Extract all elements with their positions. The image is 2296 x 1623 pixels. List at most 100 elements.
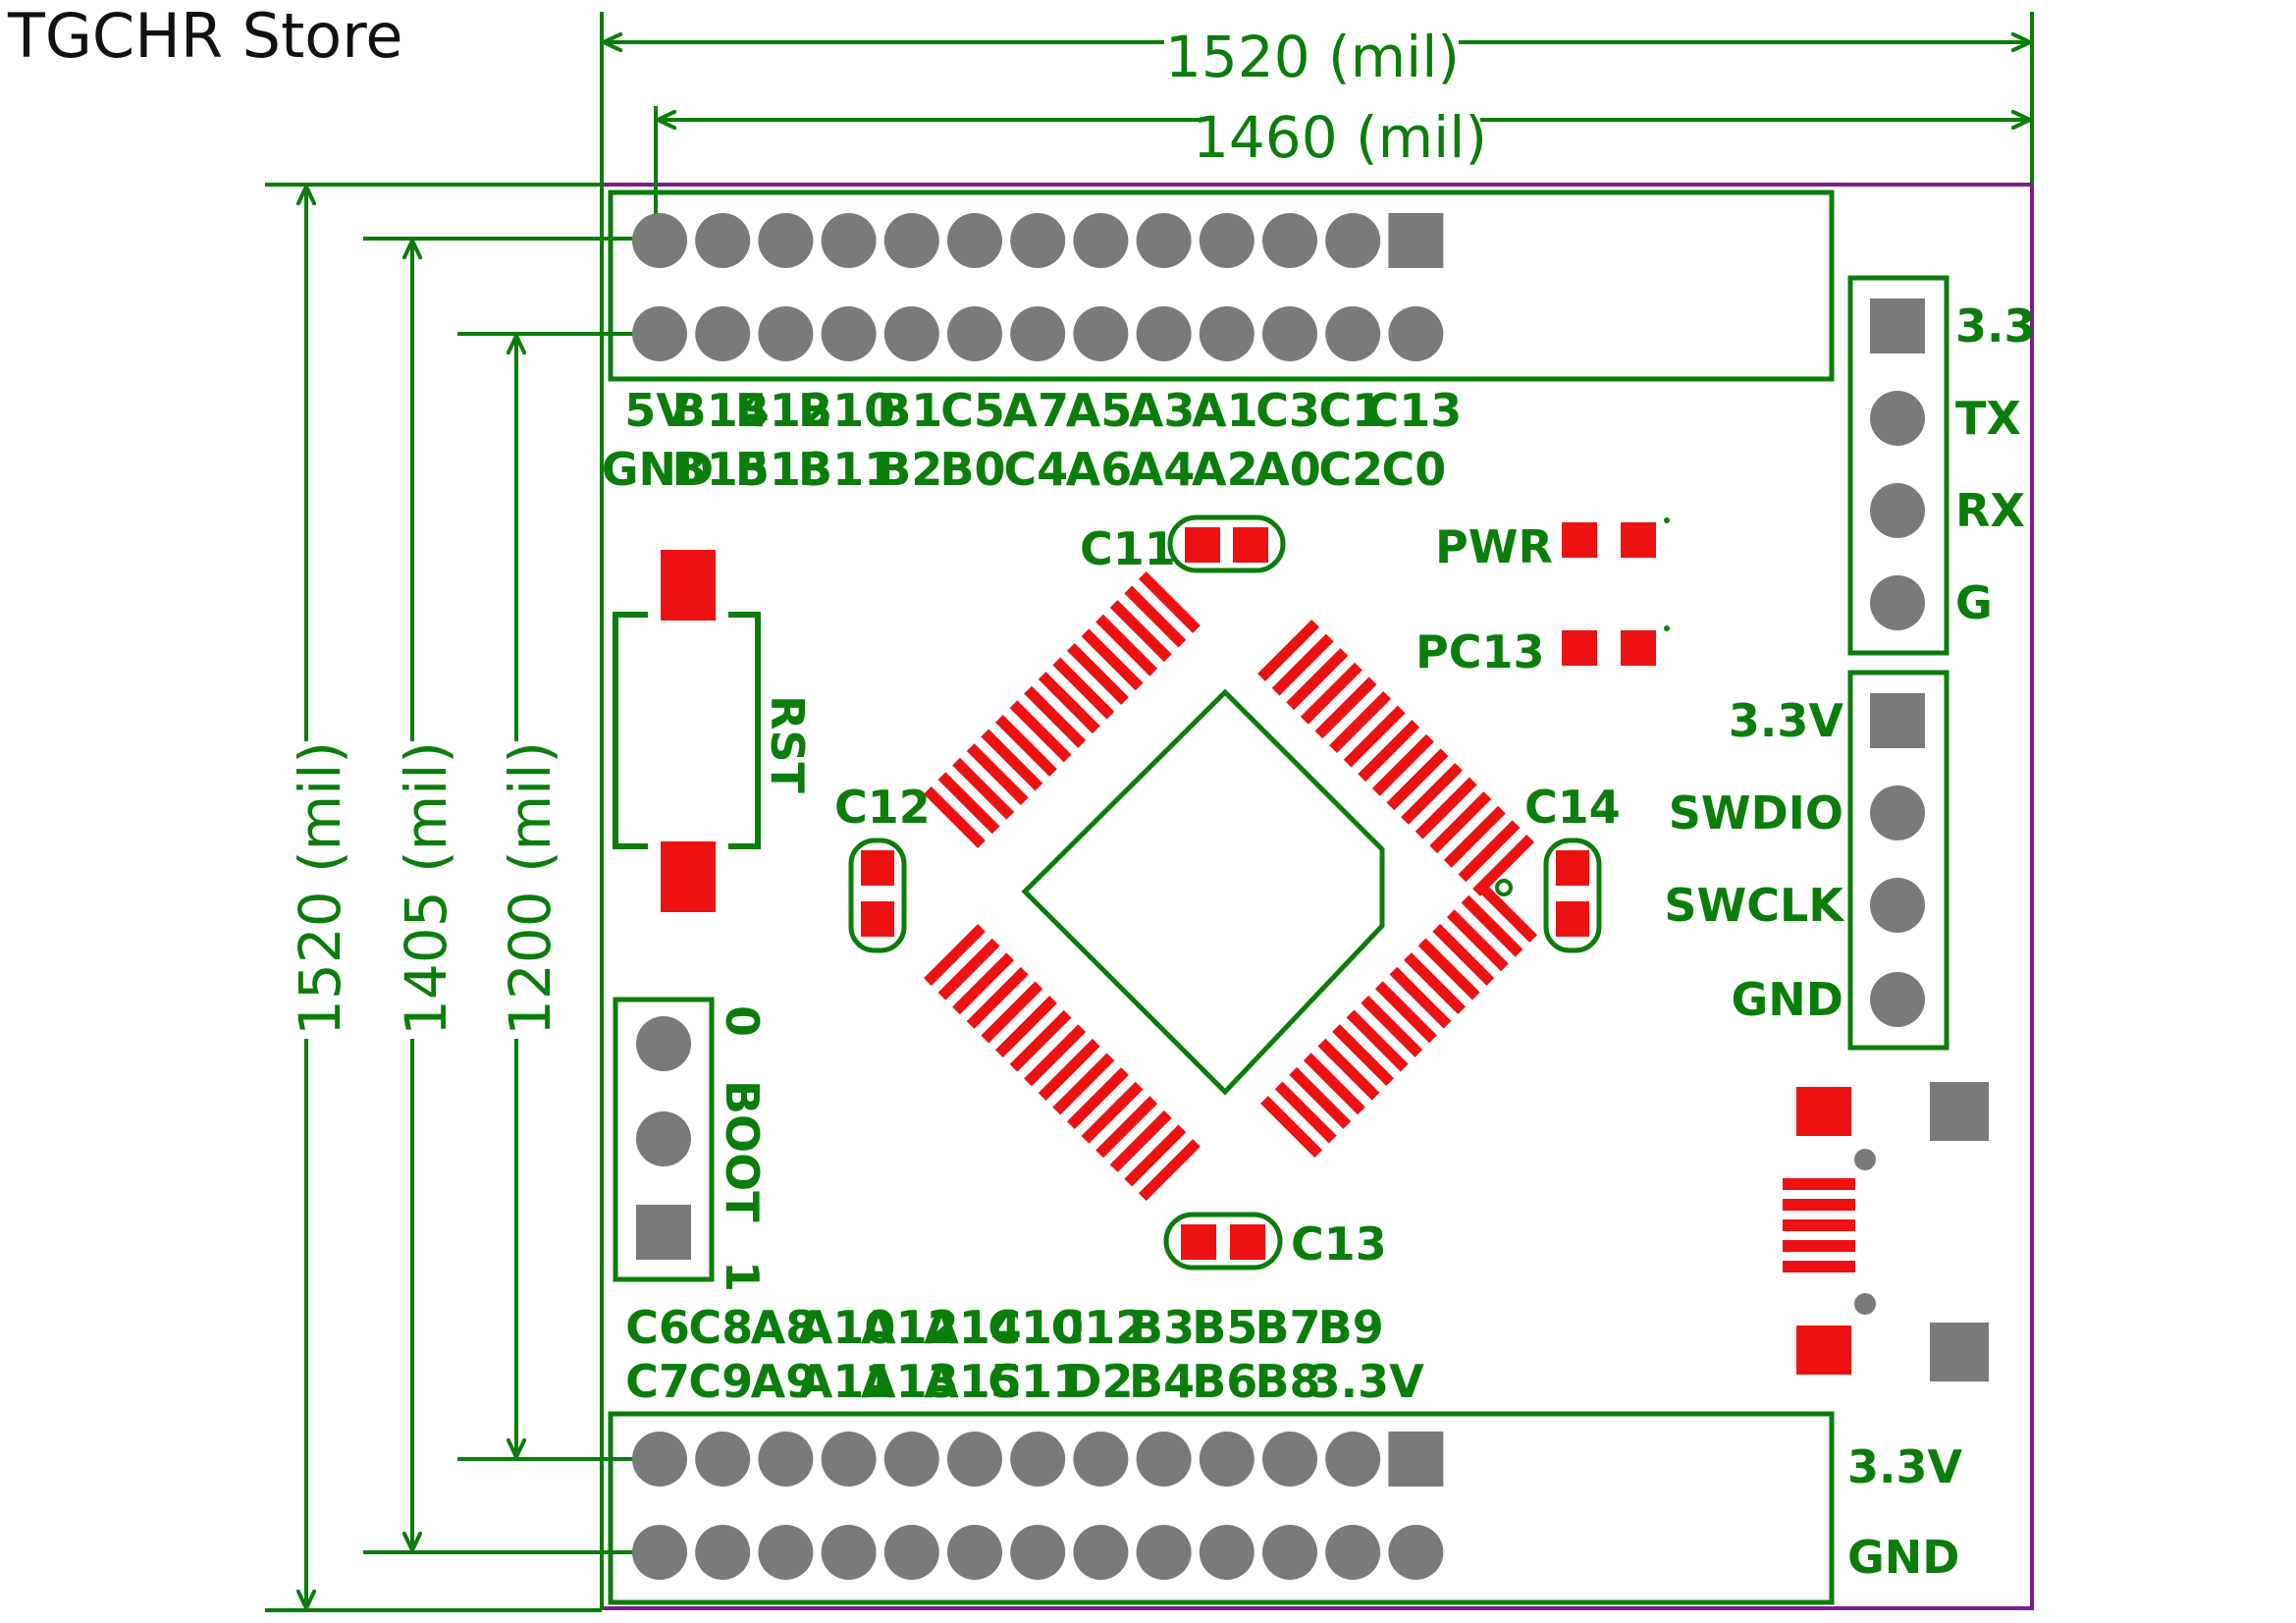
mcu-pad <box>1303 1053 1365 1115</box>
bottom-label-row1: B5 <box>1192 1301 1257 1354</box>
top-label-row1: C3 <box>1255 384 1320 437</box>
dimension-width-inner-label: 1460 (mil) <box>1193 104 1487 171</box>
mcu-pad <box>1374 981 1437 1044</box>
top-label-row1: C5 <box>940 384 1005 437</box>
swd-label: GND <box>1732 973 1843 1026</box>
bottom-label-row1: A8 <box>751 1301 818 1354</box>
top-pin <box>1199 213 1255 268</box>
mcu-pad <box>923 785 986 848</box>
bottom-label-row1: B9 <box>1318 1301 1384 1354</box>
reset-button <box>613 550 761 912</box>
bottom-label-row2: 3.3V <box>1309 1355 1424 1408</box>
usb-connector <box>1783 1082 1989 1381</box>
bottom-label-row1: B7 <box>1255 1301 1320 1354</box>
top-pin <box>1073 306 1129 361</box>
mcu-pad <box>966 743 1029 806</box>
mcu-pad <box>1286 648 1349 711</box>
top-header-labels: 5VB14B12B10B1C5A7A5A3A1C3C1C13GNDB15B13B… <box>602 384 1463 496</box>
top-pin <box>821 213 877 268</box>
mcu-pad <box>966 966 1029 1029</box>
mcu-pad <box>981 981 1043 1044</box>
mcu-pad <box>1461 894 1523 957</box>
bottom-label-row2: A11 <box>798 1355 896 1408</box>
top-label-row2: A6 <box>1066 443 1133 496</box>
bottom-label-row2: B4 <box>1129 1355 1195 1408</box>
bottom-header-labels: C6C8A8A10A12A14C10C12B3B5B7B9C7C9A9A11A1… <box>625 1301 1424 1408</box>
capacitor-c12 <box>848 838 907 953</box>
top-pin <box>947 213 1002 268</box>
capacitor-c13-label: C13 <box>1291 1217 1387 1271</box>
top-label-row2: C2 <box>1318 443 1383 496</box>
swd-pin <box>1870 972 1925 1027</box>
reset-label: RST <box>761 695 814 794</box>
bottom-pin <box>947 1432 1002 1487</box>
swd-label: 3.3V <box>1729 694 1843 747</box>
top-pin <box>632 306 687 361</box>
bottom-pin <box>758 1525 814 1580</box>
bottom-pin <box>1010 1432 1066 1487</box>
bottom-pin <box>695 1525 751 1580</box>
mcu-pad <box>1066 642 1129 705</box>
bottom-pin <box>1262 1525 1317 1580</box>
capacitor-c14 <box>1543 838 1602 953</box>
mcu-body <box>1021 688 1385 1096</box>
top-pin <box>947 306 1002 361</box>
mcu-pad <box>994 714 1057 777</box>
top-pin <box>1010 213 1066 268</box>
dimension-height-mid <box>363 237 656 1554</box>
mcu-pad <box>1443 805 1506 868</box>
bottom-pin <box>1136 1432 1192 1487</box>
bottom-label-row1: B3 <box>1129 1301 1195 1354</box>
bottom-pin <box>632 1525 687 1580</box>
mcu-pad <box>1138 1139 1201 1202</box>
top-pin <box>1262 213 1317 268</box>
mcu-pad <box>1260 1096 1323 1159</box>
bottom-pin <box>1073 1525 1129 1580</box>
bottom-label-row1: A10 <box>798 1301 896 1354</box>
uart-pin <box>1870 575 1925 630</box>
capacitor-c12-label: C12 <box>834 781 931 834</box>
bottom-label-row2: B6 <box>1192 1355 1257 1408</box>
bottom-pin <box>1010 1525 1066 1580</box>
mcu-pad <box>1274 1081 1337 1144</box>
mcu-pad <box>1317 1038 1380 1101</box>
top-pin <box>1010 306 1066 361</box>
bottom-label-row1: A12 <box>861 1301 959 1354</box>
top-label-row1: B12 <box>735 384 832 437</box>
boot-label-title: BOOT <box>716 1080 769 1222</box>
dimension-height-inner-label: 1200 (mil) <box>497 741 563 1036</box>
bottom-pin <box>632 1432 687 1487</box>
mcu-pad <box>1124 1124 1187 1187</box>
bottom-label-row1: A14 <box>924 1301 1022 1354</box>
top-pin <box>758 213 814 268</box>
boot-label-top: 0 <box>716 1005 769 1037</box>
mcu-pads <box>923 570 1538 1202</box>
mcu-pad <box>1361 995 1423 1057</box>
dimension-height-inner <box>457 332 656 1461</box>
mcu-pad <box>1289 1066 1352 1129</box>
mcu-pad <box>1257 619 1320 681</box>
top-pin <box>883 306 939 361</box>
top-label-row1: A3 <box>1129 384 1196 437</box>
top-pin <box>695 306 751 361</box>
mcu-pad <box>1332 1024 1395 1087</box>
mcu-pad <box>1371 733 1434 796</box>
top-pin <box>1136 213 1192 268</box>
bottom-label-row2: D2 <box>1064 1355 1133 1408</box>
top-label-row2: A0 <box>1255 443 1321 496</box>
swd-label: SWCLK <box>1664 879 1845 932</box>
top-label-row2: B13 <box>735 443 832 496</box>
mcu-pad <box>1095 1096 1158 1159</box>
swd-pin-square <box>1870 693 1925 748</box>
mcu-pad <box>1138 570 1201 633</box>
mcu-pad <box>1081 1081 1144 1144</box>
top-label-row2: GND <box>602 443 714 496</box>
store-watermark: TGCHR Store <box>8 0 403 72</box>
bottom-pin <box>883 1432 939 1487</box>
mcu-pad <box>1458 820 1521 883</box>
top-label-row2: B0 <box>939 443 1005 496</box>
top-label-row2: A2 <box>1192 443 1258 496</box>
mcu-pad <box>1417 938 1480 1001</box>
bottom-header-outline <box>608 1411 1835 1605</box>
